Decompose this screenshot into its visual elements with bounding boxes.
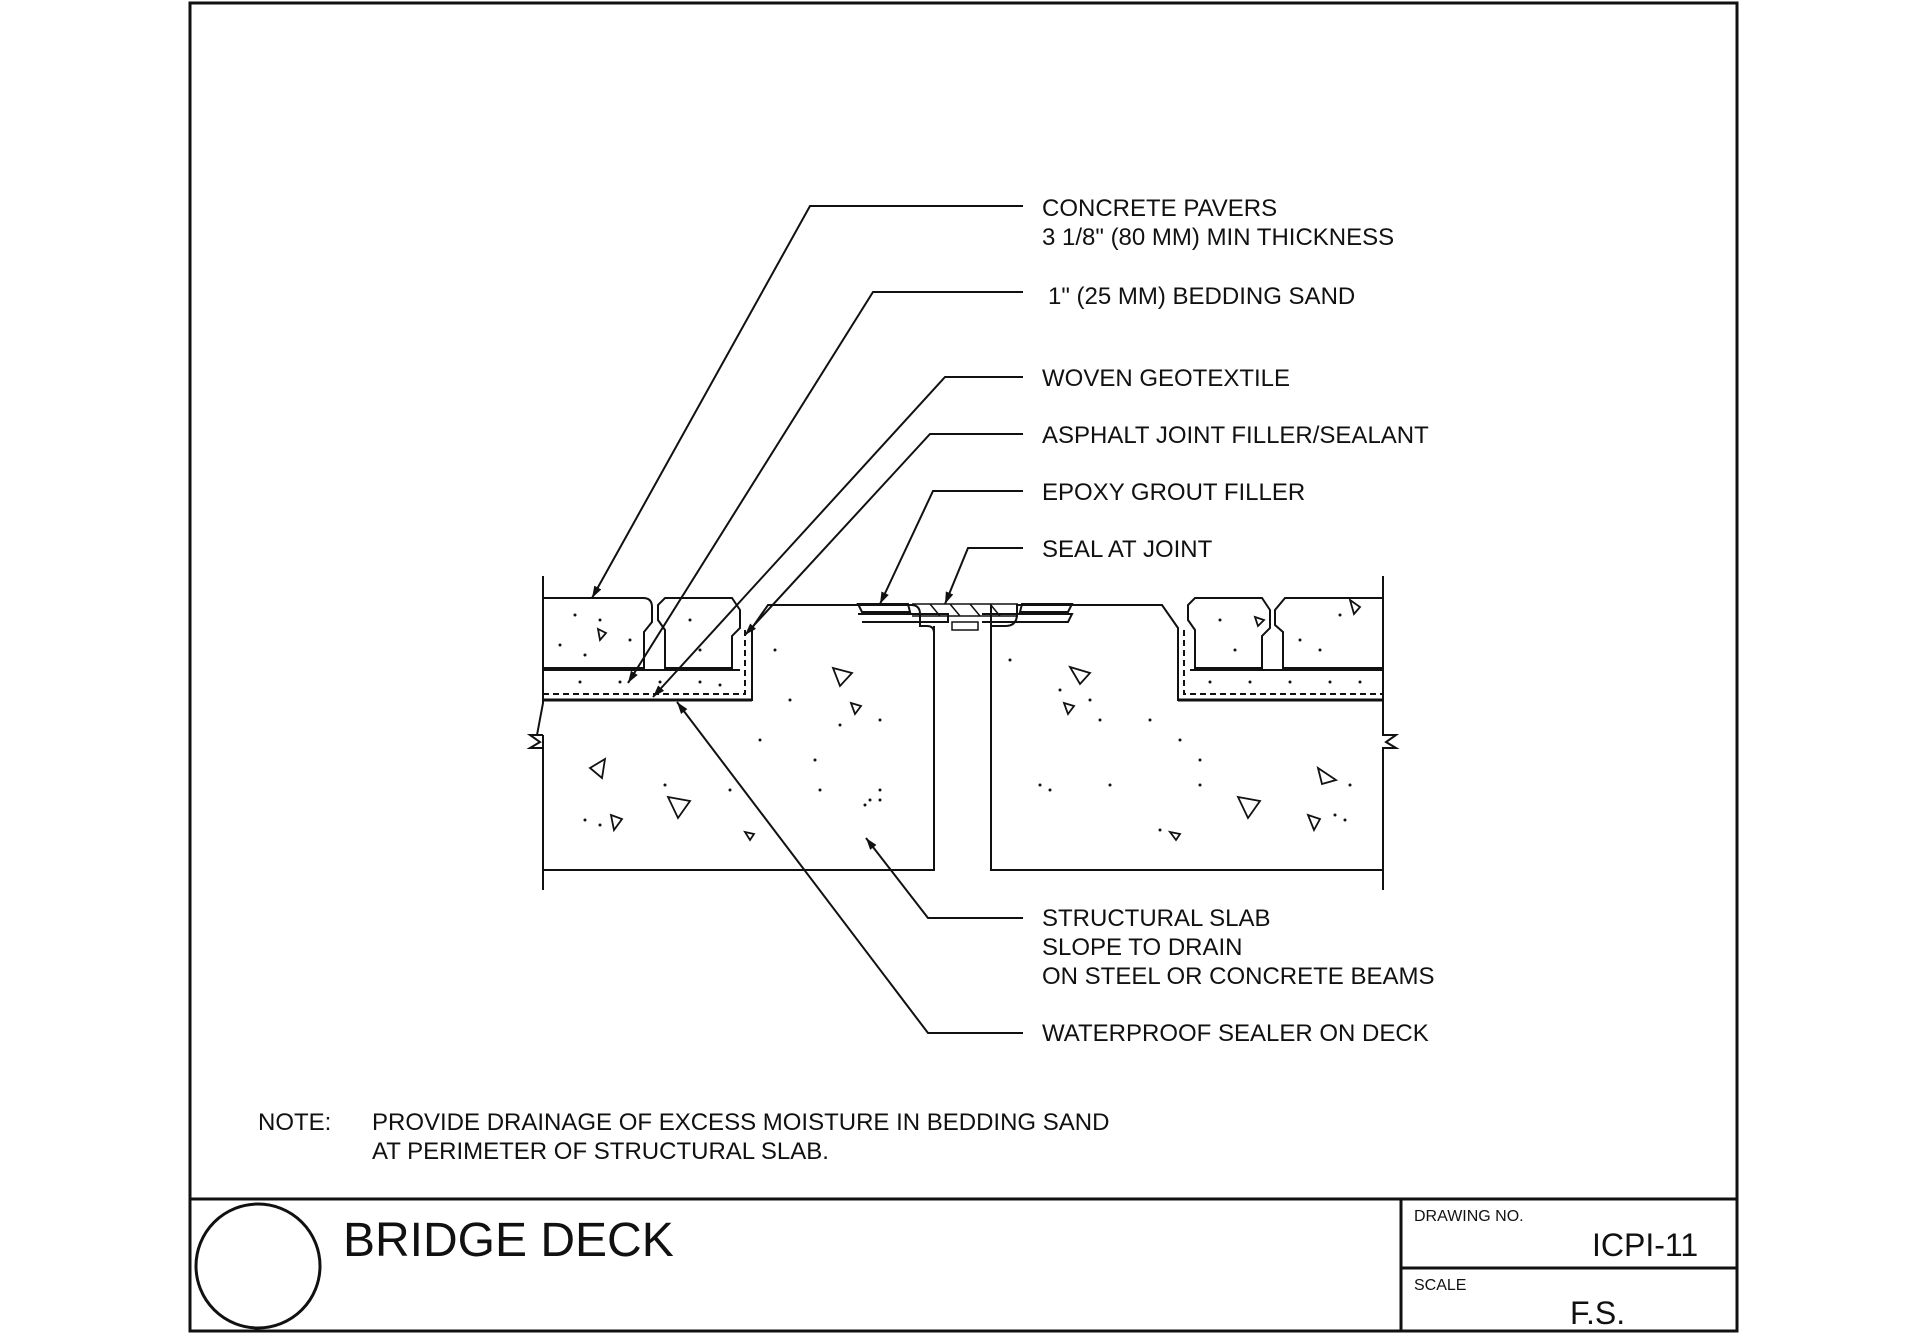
joint-plate-left	[858, 613, 949, 623]
callout-bedding-sand: 1" (25 MM) BEDDING SAND	[1048, 283, 1355, 310]
callout-concrete-pavers-line2: 3 1/8" (80 MM) MIN THICKNESS	[1042, 224, 1394, 251]
sheet-border	[188, 1, 1739, 1333]
epoxy-grout-left	[856, 603, 912, 613]
note-line2: AT PERIMETER OF STRUCTURAL SLAB.	[372, 1138, 829, 1165]
title-block	[190, 1197, 1737, 1331]
drawing-no: ICPI-11	[1592, 1227, 1698, 1263]
right-structural-slab	[990, 604, 1400, 871]
callout-epoxy-grout: EPOXY GROUT FILLER	[1042, 479, 1305, 506]
leader-concrete-pavers	[591, 205, 1023, 599]
callout-structural-slab-line1: STRUCTURAL SLAB	[1042, 905, 1271, 932]
paver-left-2	[657, 597, 741, 669]
seal-at-joint	[912, 603, 1018, 631]
bridge-deck-section	[526, 576, 1400, 890]
callouts: CONCRETE PAVERS 3 1/8" (80 MM) MIN THICK…	[1042, 195, 1435, 1047]
scale-value: F.S.	[1570, 1295, 1625, 1331]
left-edge-break	[526, 734, 544, 890]
joint-gap	[933, 626, 992, 870]
callout-structural-slab-line3: ON STEEL OR CONCRETE BEAMS	[1042, 963, 1435, 990]
callout-asphalt-joint: ASPHALT JOINT FILLER/SEALANT	[1042, 422, 1429, 449]
geotextile-right	[1183, 630, 1383, 695]
epoxy-grout-right	[1018, 603, 1074, 613]
callout-seal-at-joint: SEAL AT JOINT	[1042, 536, 1213, 563]
joint-plate-right	[982, 613, 1074, 623]
leader-lines	[591, 205, 1023, 1034]
geotextile-left	[543, 630, 746, 695]
leader-epoxy-grout	[879, 490, 1023, 605]
note-line1: PROVIDE DRAINAGE OF EXCESS MOISTURE IN B…	[372, 1109, 1109, 1136]
leader-waterproof-sealer	[676, 701, 1023, 1034]
left-structural-slab	[536, 576, 935, 871]
leader-bedding-sand	[627, 291, 1023, 684]
note-label: NOTE:	[258, 1109, 331, 1136]
paver-right-2	[1274, 597, 1383, 669]
paver-left-1	[543, 597, 653, 669]
leader-asphalt-joint	[744, 433, 1023, 636]
callout-concrete-pavers-line1: CONCRETE PAVERS	[1042, 195, 1277, 222]
note: NOTE: PROVIDE DRAINAGE OF EXCESS MOISTUR…	[258, 1109, 1109, 1165]
paver-right-1	[1187, 597, 1271, 669]
callout-waterproof-sealer: WATERPROOF SEALER ON DECK	[1042, 1020, 1429, 1047]
callout-woven-geotextile: WOVEN GEOTEXTILE	[1042, 365, 1290, 392]
leader-seal-at-joint	[944, 547, 1023, 605]
drawing-title: BRIDGE DECK	[343, 1214, 674, 1267]
drawing-no-label: DRAWING NO.	[1414, 1208, 1524, 1225]
leader-woven-geotextile	[652, 376, 1023, 698]
concrete-aggregate	[588, 597, 1362, 842]
leader-structural-slab	[865, 837, 1023, 919]
scale-label: SCALE	[1414, 1277, 1466, 1294]
sand-stipple	[558, 613, 1362, 832]
title-bubble	[194, 1202, 322, 1330]
callout-structural-slab-line2: SLOPE TO DRAIN	[1042, 934, 1243, 961]
